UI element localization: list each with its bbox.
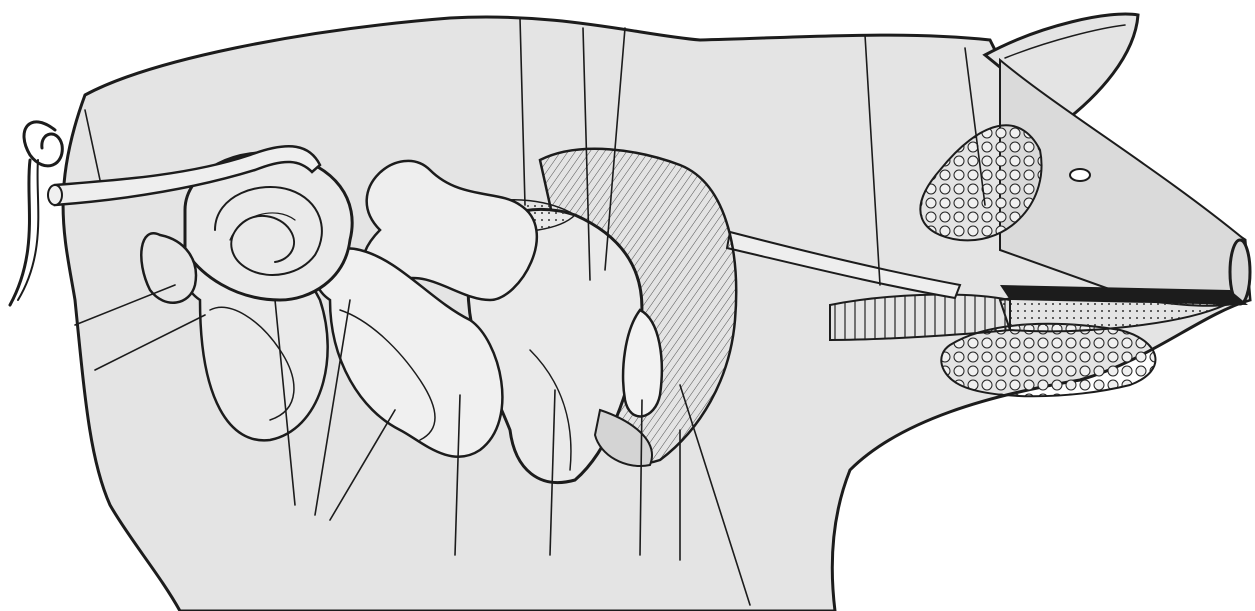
anus bbox=[48, 185, 62, 205]
eye bbox=[1070, 169, 1090, 181]
pharynx bbox=[830, 295, 1010, 340]
tail bbox=[10, 122, 62, 305]
salivary-gland-mandibular bbox=[941, 324, 1155, 396]
